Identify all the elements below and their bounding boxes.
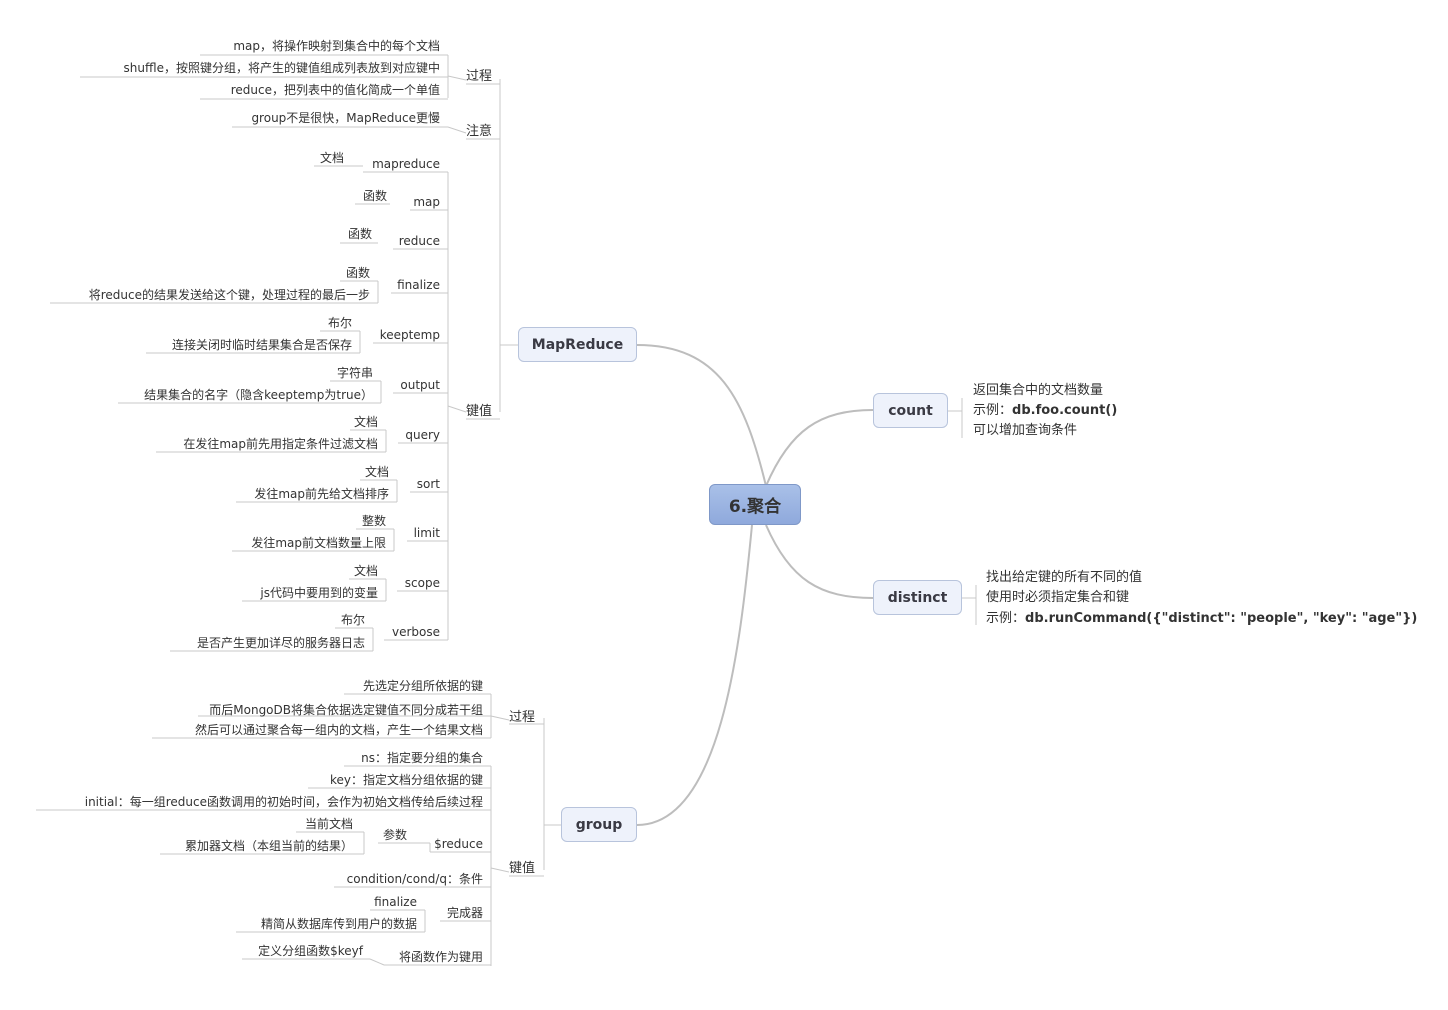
group-key-finalizer-sub-2: 精简从数据库传到用户的数据 (260, 917, 417, 931)
mr-key-sort-type: 文档 (364, 465, 389, 479)
group-key-reduce-sub-1: 当前文档 (304, 817, 353, 831)
mr-key-query-desc: 在发往map前先用指定条件过滤文档 (183, 437, 378, 451)
mr-key-output[interactable]: output (400, 378, 440, 392)
count-item-1: 返回集合中的文档数量 (973, 383, 1104, 398)
curve-root-count (765, 409, 874, 487)
group-keys-label[interactable]: 键值 (509, 861, 536, 876)
mr-key-sort-desc: 发往map前先给文档排序 (254, 487, 389, 501)
mr-process-link (447, 75, 467, 81)
mr-key-mapreduce-sub: 文档 (319, 151, 344, 165)
group-key-reduce[interactable]: $reduce (434, 837, 483, 851)
mr-key-limit-type: 整数 (361, 514, 386, 528)
mr-key-finalize-type: 函数 (345, 266, 370, 280)
mr-note-item: group不是很快，MapReduce更慢 (251, 111, 440, 125)
group-process-link (490, 715, 510, 721)
mr-key-reduce[interactable]: reduce (398, 234, 440, 248)
mr-key-keeptemp-type: 布尔 (327, 316, 352, 330)
distinct-node[interactable]: distinct (873, 580, 962, 615)
mr-key-scope[interactable]: scope (404, 576, 440, 590)
mr-key-keeptemp-desc: 连接关闭时临时结果集合是否保存 (171, 338, 352, 352)
curve-root-distinct (765, 524, 874, 599)
group-process-item-1: 先选定分组所依据的键 (362, 679, 483, 693)
group-process-label[interactable]: 过程 (509, 710, 536, 725)
group-key-key: key：指定文档分组依据的键 (329, 773, 483, 787)
mr-key-output-type: 字符串 (336, 366, 373, 380)
mr-key-finalize[interactable]: finalize (397, 278, 440, 292)
distinct-example-code: db.runCommand({"distinct": "people", "ke… (1025, 611, 1418, 626)
group-keys-link (490, 867, 510, 873)
distinct-item-1: 找出给定键的所有不同的值 (986, 570, 1143, 585)
distinct-item-2: 使用时必须指定集合和键 (986, 590, 1130, 605)
group-process-item-2: 而后MongoDB将集合依据选定键值不同分成若干组 (209, 703, 483, 717)
mr-key-map-sub: 函数 (362, 189, 387, 203)
mr-key-verbose-desc: 是否产生更加详尽的服务器日志 (196, 636, 365, 650)
mapreduce-node[interactable]: MapReduce (518, 327, 637, 362)
mr-key-query-type: 文档 (353, 415, 378, 429)
mr-note-label[interactable]: 注意 (466, 124, 493, 139)
mr-key-mapreduce[interactable]: mapreduce (372, 157, 440, 171)
group-key-reduce-param: 参数 (382, 828, 407, 842)
root-node[interactable]: 6.聚合 (709, 484, 801, 525)
group-key-finalizer[interactable]: 完成器 (446, 906, 483, 920)
curve-root-group (636, 524, 753, 826)
mr-key-verbose-type: 布尔 (340, 613, 365, 627)
mr-key-keeptemp[interactable]: keeptemp (379, 328, 440, 342)
count-item-3: 可以增加查询条件 (973, 423, 1078, 438)
mr-key-map[interactable]: map (413, 195, 440, 209)
group-key-keyf[interactable]: 将函数作为键用 (398, 950, 483, 964)
count-example-prefix: 示例： (973, 403, 1013, 418)
count-item-2: 示例：db.foo.count() (973, 403, 1117, 418)
mr-key-output-desc: 结果集合的名字（隐含keeptemp为true） (144, 388, 373, 402)
group-node[interactable]: group (561, 807, 637, 842)
mr-keys-label[interactable]: 键值 (466, 404, 493, 419)
count-example-code: db.foo.count() (1012, 403, 1118, 418)
group-key-initial: initial：每一组reduce函数调用的初始时间，会作为初始文档传给后续过程 (84, 795, 483, 809)
curve-root-mapreduce (636, 344, 767, 487)
mr-key-sort[interactable]: sort (416, 477, 440, 491)
group-key-ns: ns：指定要分组的集合 (361, 751, 483, 765)
group-key-reduce-sub-2: 累加器文档（本组当前的结果） (184, 839, 353, 853)
mr-process-item-reduce: reduce，把列表中的值化简成一个单值 (230, 83, 440, 97)
distinct-item-3: 示例：db.runCommand({"distinct": "people", … (986, 611, 1417, 626)
group-key-finalizer-sub-1: finalize (374, 895, 417, 909)
mr-key-query[interactable]: query (405, 428, 440, 442)
distinct-example-prefix: 示例： (986, 611, 1026, 626)
mr-key-limit-desc: 发往map前文档数量上限 (251, 536, 386, 550)
mr-key-reduce-sub: 函数 (347, 227, 372, 241)
mr-key-finalize-desc: 将reduce的结果发送给这个键，处理过程的最后一步 (88, 288, 370, 302)
mr-process-label[interactable]: 过程 (466, 69, 493, 84)
group-key-keyf-sub: 定义分组函数$keyf (258, 944, 363, 958)
mr-note-link (447, 126, 467, 134)
count-node[interactable]: count (873, 393, 948, 428)
mr-key-limit[interactable]: limit (413, 526, 440, 540)
mr-key-scope-desc: js代码中要用到的变量 (260, 586, 378, 600)
mr-process-item-map: map，将操作映射到集合中的每个文档 (233, 39, 440, 53)
mr-process-item-shuffle: shuffle，按照键分组，将产生的键值组成列表放到对应键中 (123, 61, 440, 75)
mr-key-scope-type: 文档 (353, 564, 378, 578)
gk-link-k (369, 958, 385, 966)
group-key-condition: condition/cond/q：条件 (346, 872, 483, 886)
mr-key-verbose[interactable]: verbose (391, 625, 440, 639)
group-process-item-3: 然后可以通过聚合每一组内的文档，产生一个结果文档 (194, 723, 483, 737)
mr-keys-link (447, 405, 467, 413)
